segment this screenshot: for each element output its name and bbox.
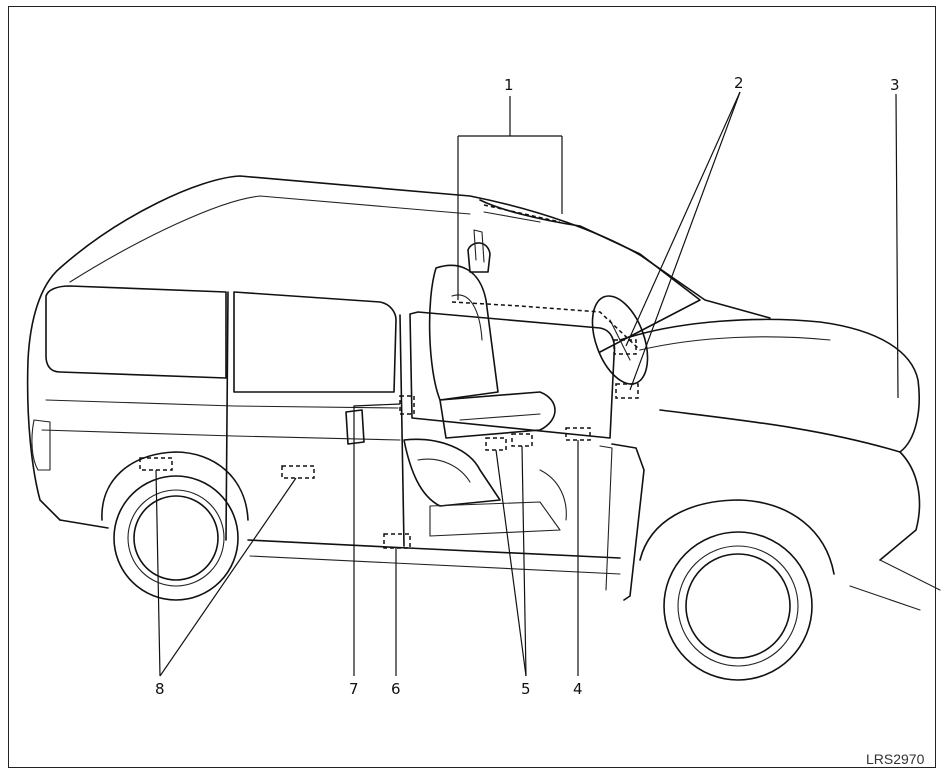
leader-lines — [155, 91, 899, 677]
callout-6: 6 — [391, 680, 401, 698]
diagram-frame — [8, 6, 936, 768]
callout-4: 4 — [573, 680, 583, 698]
callout-7: 7 — [349, 680, 359, 698]
interior — [403, 229, 649, 537]
callout-3: 3 — [890, 76, 900, 94]
callout-5: 5 — [521, 680, 531, 698]
van-body — [26, 175, 941, 681]
callout-1: 1 — [504, 76, 514, 94]
reference-code: LRS2970 — [866, 751, 925, 767]
callout-2: 2 — [734, 74, 744, 92]
callout-labels: 1 2 3 4 5 6 7 8 — [155, 74, 900, 698]
sensor-markers — [139, 204, 641, 549]
callout-8: 8 — [155, 680, 165, 698]
